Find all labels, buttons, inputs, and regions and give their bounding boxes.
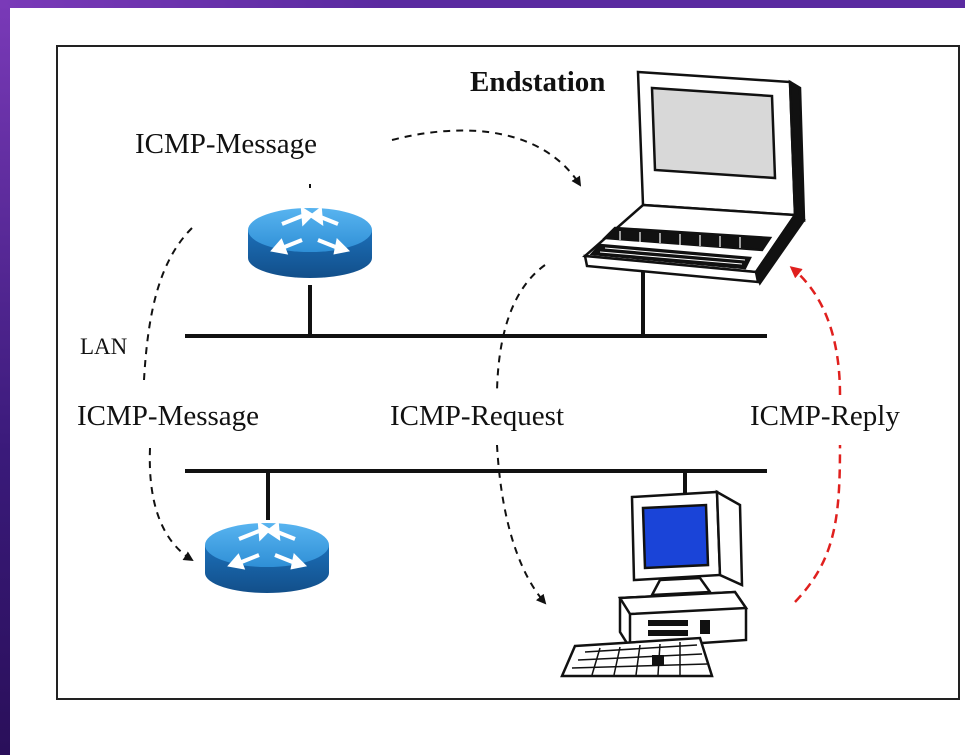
router-icon (248, 206, 372, 278)
slide-canvas (10, 8, 965, 755)
arrow-icmp-message-top (391, 129, 582, 187)
arrow-icmp-request (496, 444, 547, 605)
diagram-frame (56, 45, 960, 700)
desktop-computer-icon (560, 489, 749, 678)
arrow-icmp-message-left (143, 227, 193, 381)
lan-label: LAN (80, 334, 128, 359)
icmp-message-bottom-label: ICMP-Message (77, 400, 260, 432)
arrow-icmp-reply (792, 268, 842, 603)
arrow-icmp-message-bottom (148, 447, 194, 562)
router-icon (205, 521, 329, 593)
icmp-request-label: ICMP-Request (390, 400, 564, 432)
laptop-icon (581, 70, 806, 286)
slide-border-left (0, 0, 10, 755)
icmp-message-top-label: ICMP-Message (135, 128, 318, 160)
icmp-reply-label: ICMP-Reply (750, 400, 900, 432)
endstation-label: Endstation (470, 66, 606, 98)
slide-border-top (0, 0, 965, 8)
arrow-laptop-to-request (496, 264, 546, 393)
